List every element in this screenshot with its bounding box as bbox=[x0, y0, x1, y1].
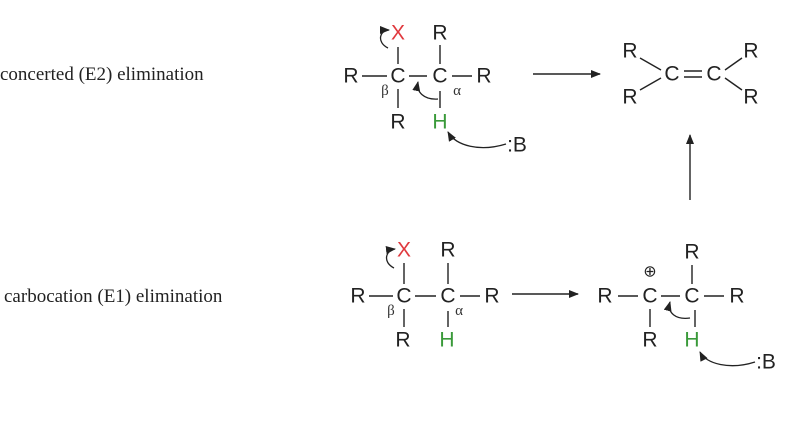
carbocation-intermediate: ⊕ R R C C R R H :B bbox=[597, 241, 776, 374]
r-group: R bbox=[684, 241, 699, 264]
r-group: R bbox=[729, 285, 744, 308]
r-group: R bbox=[343, 65, 358, 88]
leaving-group-x: X bbox=[391, 22, 405, 45]
carbon: C bbox=[664, 63, 679, 86]
curly-arrow bbox=[663, 301, 691, 319]
alpha-label: α bbox=[455, 303, 463, 319]
leaving-group-x: X bbox=[397, 239, 411, 262]
r-group: R bbox=[484, 285, 499, 308]
curly-arrow bbox=[379, 26, 390, 49]
r-group: R bbox=[440, 239, 455, 262]
beta-carbon: C bbox=[390, 65, 405, 88]
e2-label: concerted (E2) elimination bbox=[0, 64, 204, 85]
curly-arrow bbox=[447, 131, 507, 149]
alpha-carbon: C bbox=[440, 285, 455, 308]
cationic-carbon: C bbox=[642, 285, 657, 308]
curly-arrow bbox=[412, 81, 439, 100]
beta-label: β bbox=[381, 83, 389, 99]
r-group: R bbox=[642, 329, 657, 352]
hydrogen: H bbox=[432, 111, 447, 134]
r-group: R bbox=[743, 86, 758, 109]
e1-reactant: X R R C C R β α R H bbox=[350, 239, 499, 352]
positive-charge: ⊕ bbox=[643, 264, 656, 281]
r-group: R bbox=[432, 22, 447, 45]
curly-arrow bbox=[699, 351, 756, 367]
base: :B bbox=[756, 351, 776, 374]
alpha-label: α bbox=[453, 83, 461, 99]
alpha-carbon: C bbox=[432, 65, 447, 88]
hydrogen: H bbox=[439, 329, 454, 352]
r-group: R bbox=[597, 285, 612, 308]
carbon: C bbox=[706, 63, 721, 86]
r-group: R bbox=[390, 111, 405, 134]
carbon: C bbox=[684, 285, 699, 308]
beta-label: β bbox=[387, 303, 395, 319]
r-group: R bbox=[350, 285, 365, 308]
curly-arrow bbox=[385, 246, 396, 269]
r-group: R bbox=[743, 40, 758, 63]
beta-carbon: C bbox=[396, 285, 411, 308]
r-group: R bbox=[622, 86, 637, 109]
e1-label: carbocation (E1) elimination bbox=[4, 286, 223, 307]
r-group: R bbox=[622, 40, 637, 63]
base: :B bbox=[507, 134, 527, 157]
alkene-product: R R C C R R bbox=[622, 40, 758, 109]
r-group: R bbox=[476, 65, 491, 88]
e2-reactant: X R R C C R β α R H :B bbox=[343, 22, 527, 157]
r-group: R bbox=[395, 329, 410, 352]
hydrogen: H bbox=[684, 329, 699, 352]
